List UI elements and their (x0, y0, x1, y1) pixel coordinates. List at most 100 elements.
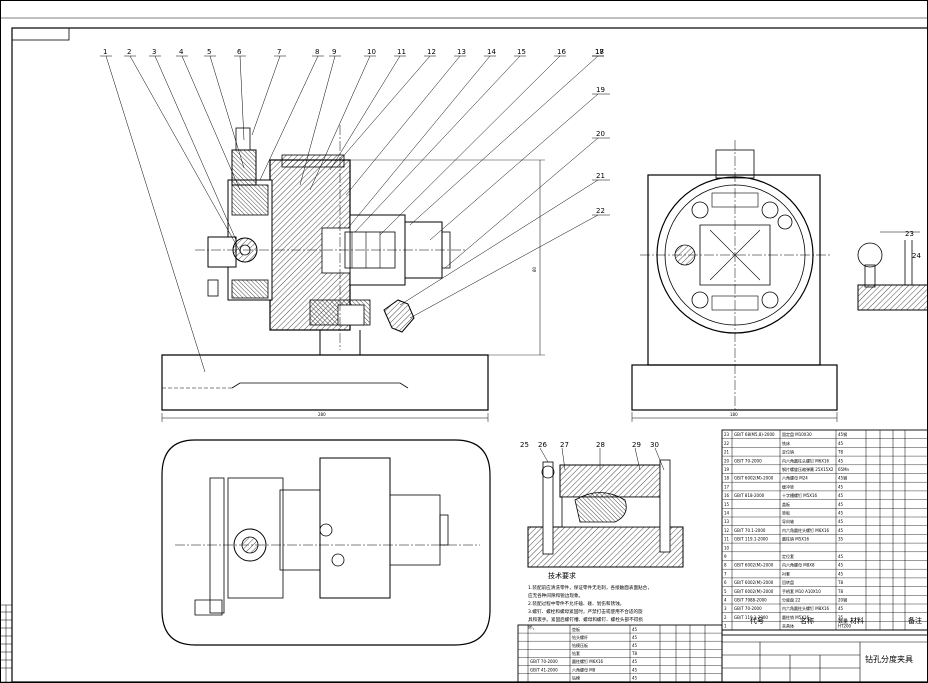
list-row-material: 45 (632, 643, 638, 648)
bom-row-material: 45钢 (838, 431, 847, 437)
bom-row-index: 2 (724, 615, 727, 620)
bom-row-material: 20钢 (838, 597, 847, 603)
bom-row-code: GB/T 7988-2000 (734, 598, 767, 603)
bom-row-material: 45 (838, 528, 844, 533)
bom-row-code: GB/T 119.1-2000 (734, 537, 768, 542)
callout-24: 24 (912, 252, 921, 260)
callout-12: 12 (427, 48, 436, 56)
callout-17: 17 (595, 48, 604, 56)
bom-row-name: 定位套 (782, 553, 794, 559)
callout-5: 5 (207, 48, 211, 56)
bom-row-index: 11 (724, 537, 730, 542)
bom-row-index: 18 (724, 476, 730, 481)
bom-row-index: 19 (724, 467, 730, 472)
bom-row-code: GB/T 6002(M)-2000 (734, 563, 774, 568)
callout-2: 2 (127, 48, 131, 56)
callout-19: 19 (596, 86, 605, 94)
header-material: 材料 (850, 616, 864, 625)
bom-row-index: 16 (724, 493, 730, 498)
bom-row-material: 45 (838, 511, 844, 516)
tech-line: 应无各种间隙和锐边现象。 (528, 592, 583, 599)
callout-21: 21 (596, 172, 605, 180)
bom-row-name: 导向轴 (782, 518, 794, 524)
callout-27: 27 (560, 441, 569, 449)
bom-row-index: 6 (724, 580, 727, 585)
bom-row-material: 65Mn (838, 467, 850, 472)
tech-line: 坏。 (528, 624, 537, 631)
bom-row-name: 夹具体 (782, 623, 794, 629)
list-row-material: T8 (631, 651, 637, 656)
list-row-code: GB/T 41-2000 (530, 667, 558, 672)
bom-row-material: 45 (838, 502, 844, 507)
callout-3: 3 (152, 48, 156, 56)
list-row-material: 45 (632, 627, 638, 632)
bom-row-code: GB/T 818-2000 (734, 493, 765, 498)
callout-9: 9 (332, 48, 336, 56)
list-row-code: GB/T 70-2000 (530, 659, 558, 664)
bom-row-index: 3 (724, 606, 727, 611)
bom-row-index: 22 (724, 441, 730, 446)
list-row-name: 钻头螺杆 (572, 634, 588, 640)
callout-7: 7 (277, 48, 281, 56)
list-row-material: 45 (632, 635, 638, 640)
callout-16: 16 (557, 48, 566, 56)
bom-row-name: 分度盘 22 (782, 597, 801, 603)
bom-row-name: 六角螺母 M24 (782, 475, 808, 481)
callout-4: 4 (179, 48, 184, 56)
bom-table (721, 429, 928, 636)
bom-row-name: 圆柱销 M5X16 (782, 614, 810, 620)
tech-line: 1.装配前应清洗零件，保证零件无毛刺，各接触面表面贴合， (528, 584, 652, 591)
bom-row-name: 定位销 (782, 449, 794, 455)
callout-10: 10 (367, 48, 376, 56)
bom-row-index: 5 (724, 589, 727, 594)
bom-row-material: 45 (838, 563, 844, 568)
callout-30: 30 (650, 441, 659, 449)
tech-requirements-title: 技术要求 (548, 571, 576, 580)
tech-line: 3.螺钉、螺栓和螺母紧固时，严禁打击或使用不合适的旋 (528, 608, 643, 615)
bom-row-material: HT200 (838, 624, 852, 629)
section-detail-view (527, 447, 684, 568)
bom-row-index: 17 (724, 484, 730, 489)
bom-row-name: 固定盘 M10X30 (782, 431, 812, 437)
list-row-material: 45 (632, 659, 638, 664)
callout-29: 29 (632, 441, 641, 449)
bom-row-name: 缓冲垫 (782, 483, 794, 489)
bom-row-material: T8 (837, 580, 843, 585)
callout-leaders (105, 55, 599, 373)
bom-row-material: T8 (837, 450, 843, 455)
bom-row-name: 内六角圆柱头螺钉 M8X16 (782, 605, 830, 611)
bom-row-index: 13 (724, 519, 730, 524)
list-row-name: 六角螺母 M8 (572, 666, 596, 672)
list-row-material: 45 (632, 667, 638, 672)
callout-6: 6 (237, 48, 242, 56)
bom-row-code: GB/T 68(M5,8)-2000 (734, 432, 775, 437)
bom-row-index: 23 (724, 432, 730, 437)
bom-row-code: GB/T 70.1-2000 (734, 528, 766, 533)
callout-23: 23 (905, 230, 914, 238)
callout-26: 26 (538, 441, 547, 449)
callout-18: 18 (595, 48, 604, 56)
callout-25: 25 (520, 441, 529, 449)
bom-row-code: GB/T 6002(M)-2000 (734, 589, 774, 594)
list-row-name: 垫板 (572, 626, 580, 632)
bom-row-code: GB/T 70-2000 (734, 606, 762, 611)
bom-row-index: 21 (724, 450, 730, 455)
list-row-name: 钻套 (572, 650, 580, 656)
header-code: 代号 (750, 616, 764, 625)
bom-row-material: 45 (838, 606, 844, 611)
bom-row-material: 35 (838, 615, 844, 620)
header-qty: 数量 (838, 618, 848, 625)
tech-line: 具和扳手。紧固后螺钉槽、螺母和螺钉、螺栓头部不得损 (528, 616, 643, 623)
bom-row-index: 14 (724, 511, 730, 516)
bom-row-code: GB/T 6002(M)-2000 (734, 580, 774, 585)
header-remark: 备注 (908, 616, 922, 625)
bom-row-name: 铣床 (782, 440, 790, 446)
bom-row-index: 1 (724, 624, 727, 629)
list-row-name: 圆柱螺钉 M6X16 (572, 658, 604, 664)
callout-8: 8 (315, 48, 319, 56)
bom-row-name: 回转盘 (782, 579, 794, 585)
bom-row-index: 9 (724, 554, 727, 559)
bom-row-code: GB/T 6002(M)-2000 (734, 476, 774, 481)
tech-requirements-text: 1.装配前应清洗零件，保证零件无毛刺，各接触面表面贴合， 应无各种间隙和锐边现象… (528, 584, 652, 631)
